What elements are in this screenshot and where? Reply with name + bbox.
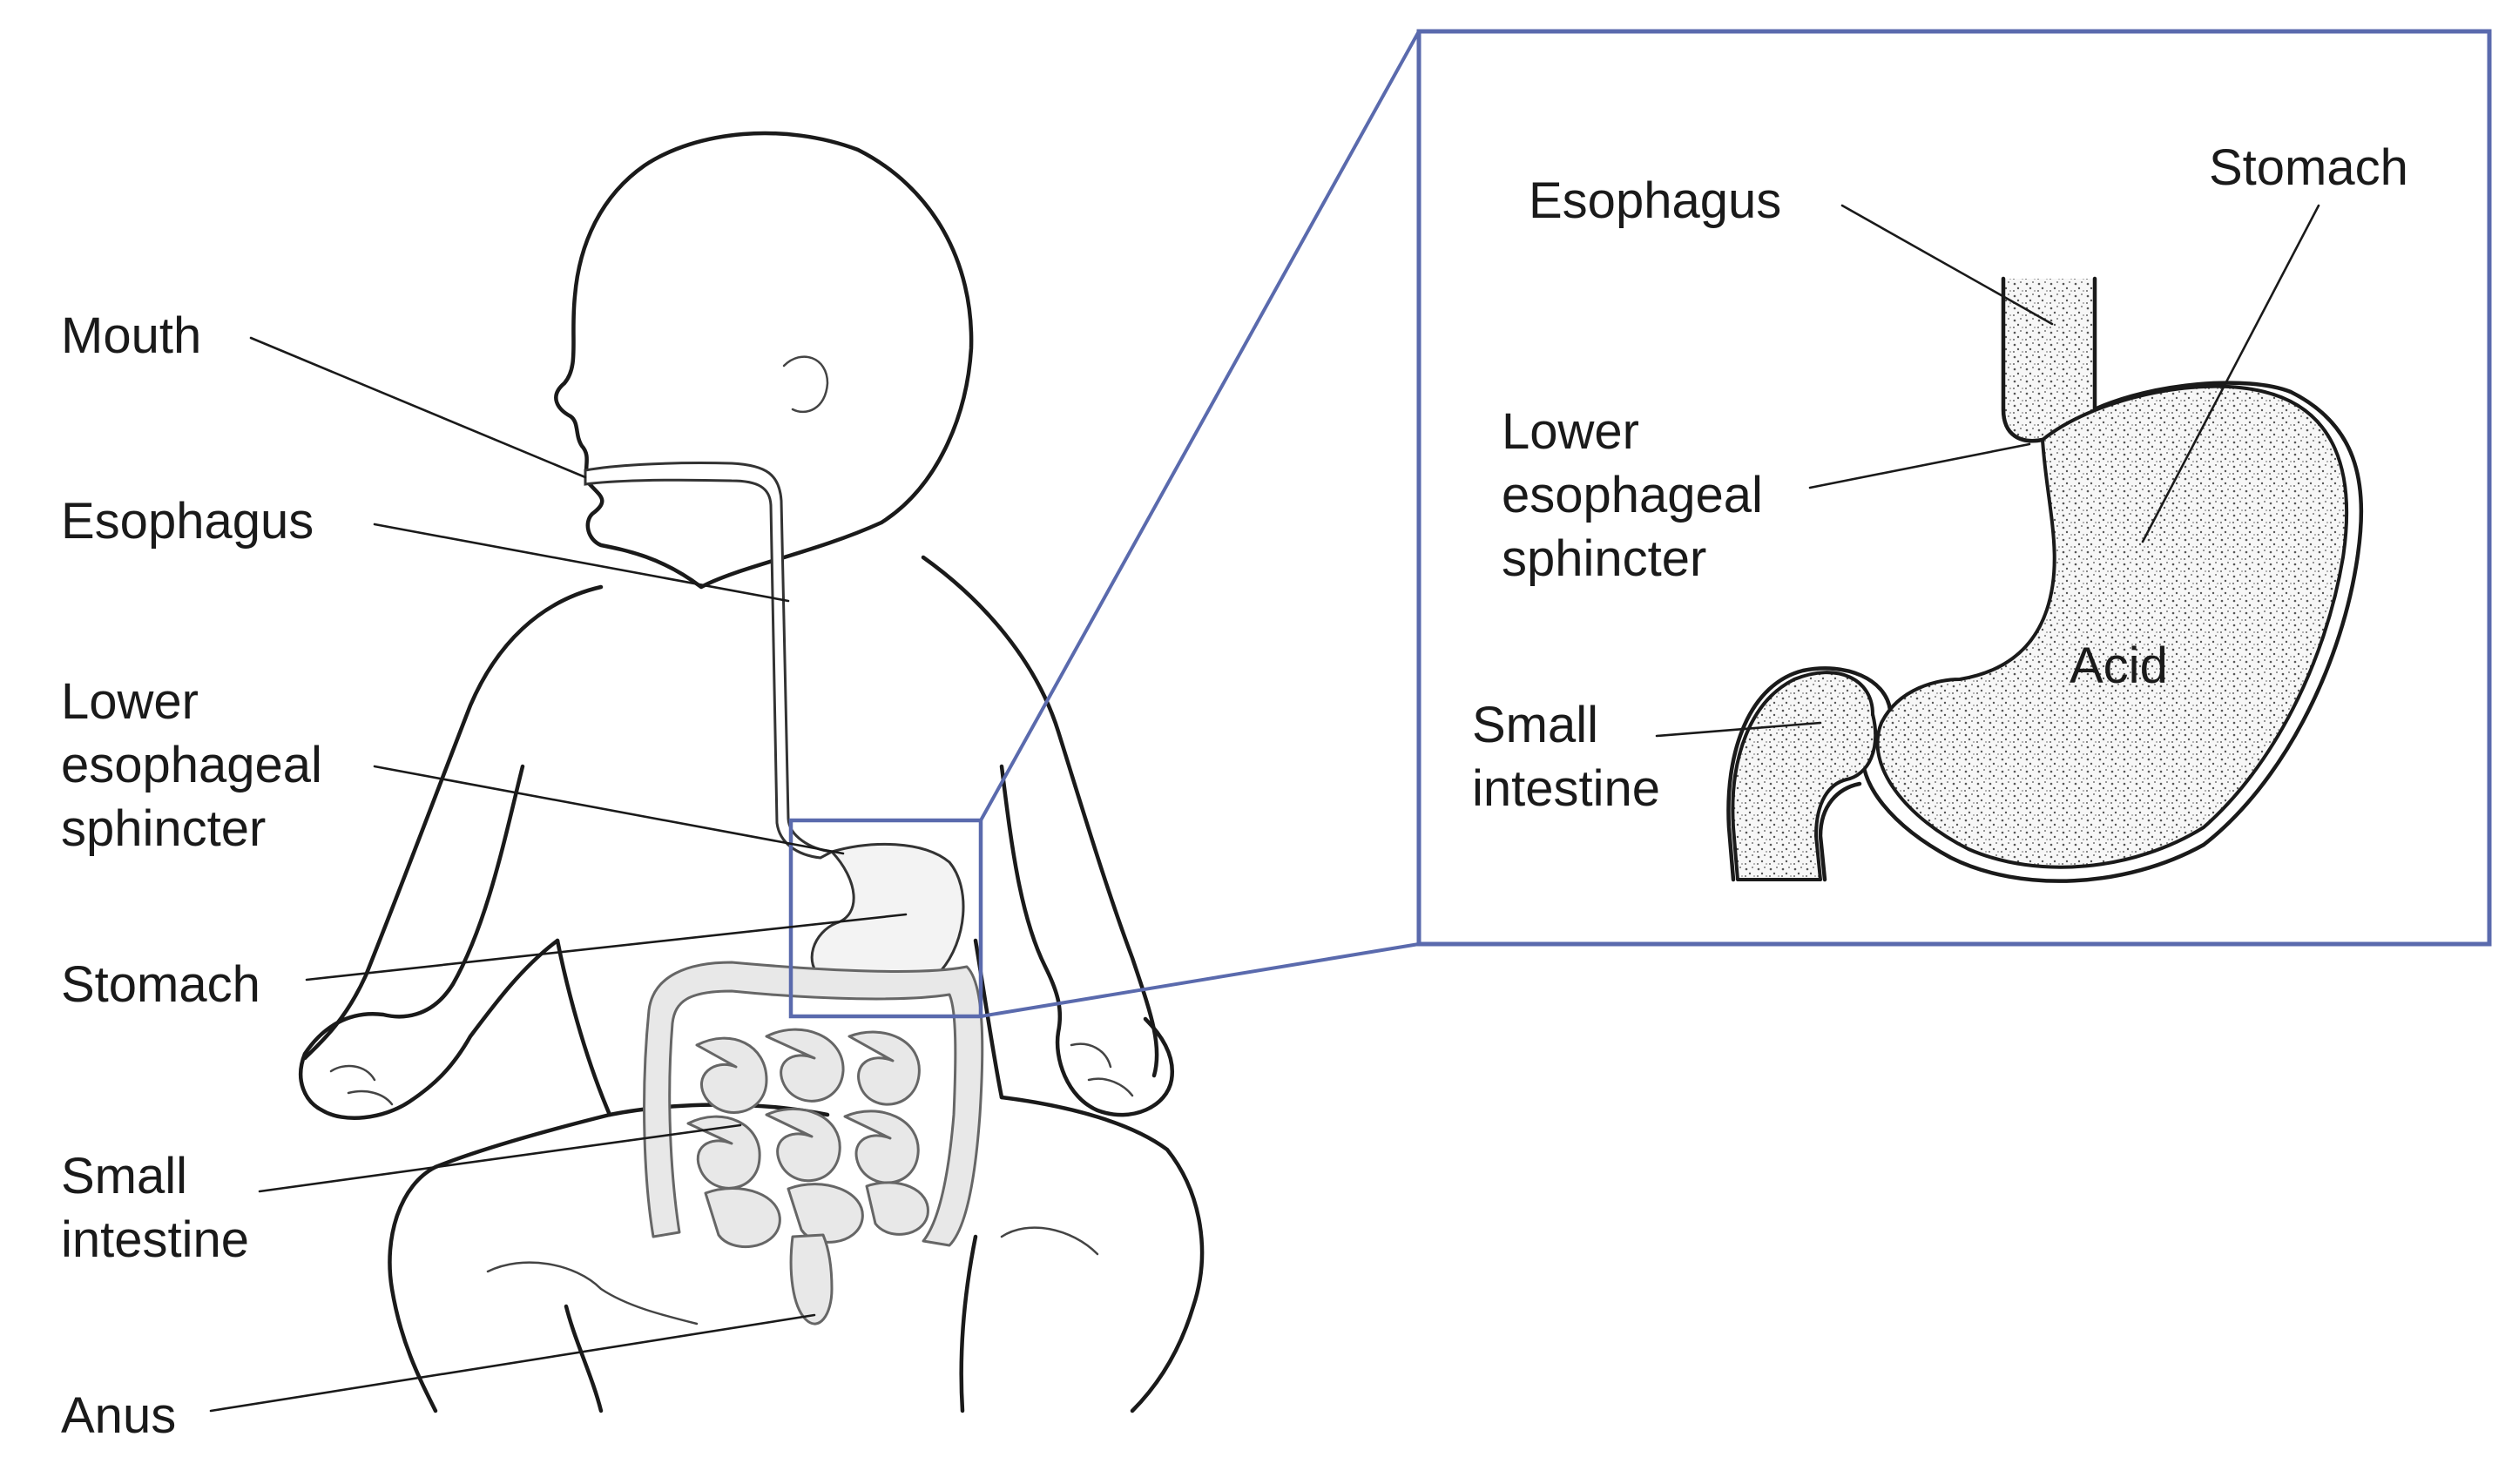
label-stomach: Stomach [61, 956, 260, 1013]
label-les-line2: esophageal [61, 737, 322, 793]
zoom-connector-bottom [980, 942, 1420, 1018]
main-labels: Mouth Esophagus Lower esophageal sphinct… [61, 307, 322, 1444]
label-esophagus: Esophagus [61, 493, 314, 550]
inset-label-les-line1: Lower [1502, 403, 1639, 460]
inset-label-small-intestine-line2: intestine [1472, 760, 1660, 817]
label-les-line1: Lower [61, 673, 199, 730]
inset-label-small-intestine-line1: Small [1472, 697, 1598, 753]
baby-torso-outline [302, 584, 604, 1061]
baby-right-fist [1070, 1042, 1134, 1097]
zoom-source-box [788, 818, 983, 1019]
zoom-connector-top [979, 30, 1421, 821]
baby-knee-left [486, 1261, 699, 1325]
inset-label-acid: Acid [2070, 637, 2168, 694]
leader-lines [209, 204, 2320, 1413]
baby-torso-right [921, 555, 1159, 1078]
label-les-line3: sphincter [61, 800, 266, 857]
baby-head-outline [554, 131, 974, 590]
label-small-intestine-line1: Small [61, 1148, 187, 1204]
esophagus-tube [584, 462, 836, 860]
baby-left-arm [298, 764, 560, 1120]
baby-ear [782, 355, 829, 414]
inset-label-les-line2: esophageal [1502, 467, 1763, 523]
large-intestine [643, 961, 984, 1247]
baby-leg-fold-right [959, 1234, 978, 1413]
inset-label-stomach: Stomach [2209, 139, 2408, 196]
baby-body-left-side [555, 938, 612, 1117]
baby-body-right-side [973, 938, 1004, 1100]
inset-label-les-line3: sphincter [1502, 530, 1706, 587]
inset-label-esophagus: Esophagus [1529, 172, 1781, 229]
label-anus: Anus [61, 1387, 176, 1444]
rectum [789, 1233, 834, 1325]
small-intestine-coils [686, 1028, 929, 1248]
inset-stomach-outer-wall [1860, 381, 2364, 883]
baby-knee-right [1000, 1226, 1099, 1256]
baby-left-fist [329, 1064, 394, 1106]
inset-detail [1726, 276, 2364, 883]
label-mouth: Mouth [61, 307, 201, 364]
baby-leg-fold-left [564, 1304, 604, 1413]
inset-labels: Esophagus Stomach Lower esophageal sphin… [1472, 139, 2408, 817]
label-small-intestine-line2: intestine [61, 1211, 249, 1268]
inset-stomach [1875, 384, 2349, 869]
baby-right-arm [999, 764, 1175, 1117]
inset-small-intestine [1731, 671, 1878, 881]
inset-small-intestine-wall [1726, 666, 1893, 882]
digestive-tract [584, 462, 984, 1325]
